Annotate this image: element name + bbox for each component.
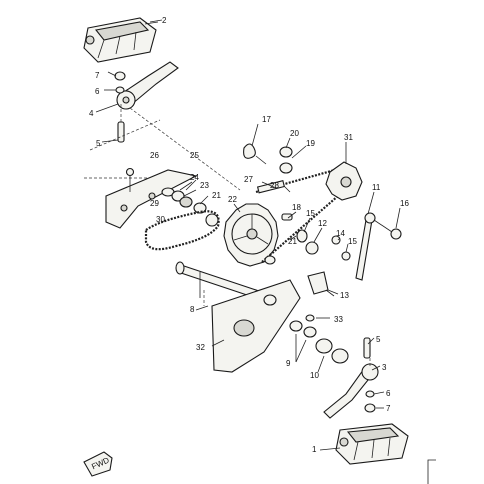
callout-2: 2 (162, 16, 167, 25)
callout-28: 28 (270, 181, 279, 190)
callout-21-center: 21 (288, 237, 297, 246)
callout-11: 11 (372, 183, 381, 192)
callout-18: 18 (292, 203, 301, 212)
forward-direction-badge: FWD (83, 451, 113, 477)
callout-31: 31 (344, 133, 353, 142)
callout-6-lower: 6 (386, 389, 391, 398)
callout-12: 12 (318, 219, 327, 228)
callout-1: 1 (312, 445, 317, 454)
callout-labels: 2 7 6 4 5 26 25 24 23 21 29 30 17 20 19 … (89, 16, 409, 454)
pedal-right (335, 423, 409, 465)
callout-7-lower: 7 (386, 404, 391, 413)
callout-33: 33 (334, 315, 343, 324)
callout-19: 19 (306, 139, 315, 148)
callout-5-upper: 5 (96, 139, 101, 148)
frame-plate (211, 279, 301, 373)
drive-chain-upper (255, 166, 343, 263)
callout-6-upper: 6 (95, 87, 100, 96)
callout-3: 3 (382, 363, 387, 372)
callout-15-right: 15 (348, 237, 357, 246)
callout-15-center: 15 (306, 209, 315, 218)
callout-17: 17 (262, 115, 271, 124)
callout-32: 32 (196, 343, 205, 352)
callout-7-upper: 7 (95, 71, 100, 80)
crank-arm-left (95, 61, 179, 143)
callout-13: 13 (340, 291, 349, 300)
callout-5-lower: 5 (376, 335, 381, 344)
callout-4: 4 (89, 109, 94, 118)
callout-9: 9 (286, 359, 291, 368)
crank-arm-right (323, 337, 379, 419)
callout-21-left: 21 (212, 191, 221, 200)
callout-26: 26 (150, 151, 159, 160)
rear-sprocket (325, 161, 363, 201)
callout-20: 20 (290, 129, 299, 138)
small-parts-center (243, 143, 351, 265)
callout-27: 27 (244, 175, 253, 184)
spacer-set (289, 314, 349, 364)
callout-8: 8 (190, 305, 195, 314)
callout-24: 24 (190, 173, 199, 182)
pedal-left (83, 17, 159, 63)
chain-guard-upper (105, 167, 198, 229)
drive-chain-lower (144, 210, 220, 251)
tensioner-arm (355, 212, 402, 281)
callout-14: 14 (336, 229, 345, 238)
callout-29: 29 (150, 199, 159, 208)
callout-10: 10 (310, 371, 319, 380)
chainring (223, 203, 279, 267)
clip-13 (307, 271, 339, 295)
callout-25: 25 (190, 151, 199, 160)
page-edge-bracket (427, 459, 436, 484)
bushing-stack (161, 181, 209, 214)
callout-30: 30 (156, 215, 165, 224)
callout-23: 23 (200, 181, 209, 190)
callout-22: 22 (228, 195, 237, 204)
callout-16: 16 (400, 199, 409, 208)
leader-lines (149, 19, 401, 451)
